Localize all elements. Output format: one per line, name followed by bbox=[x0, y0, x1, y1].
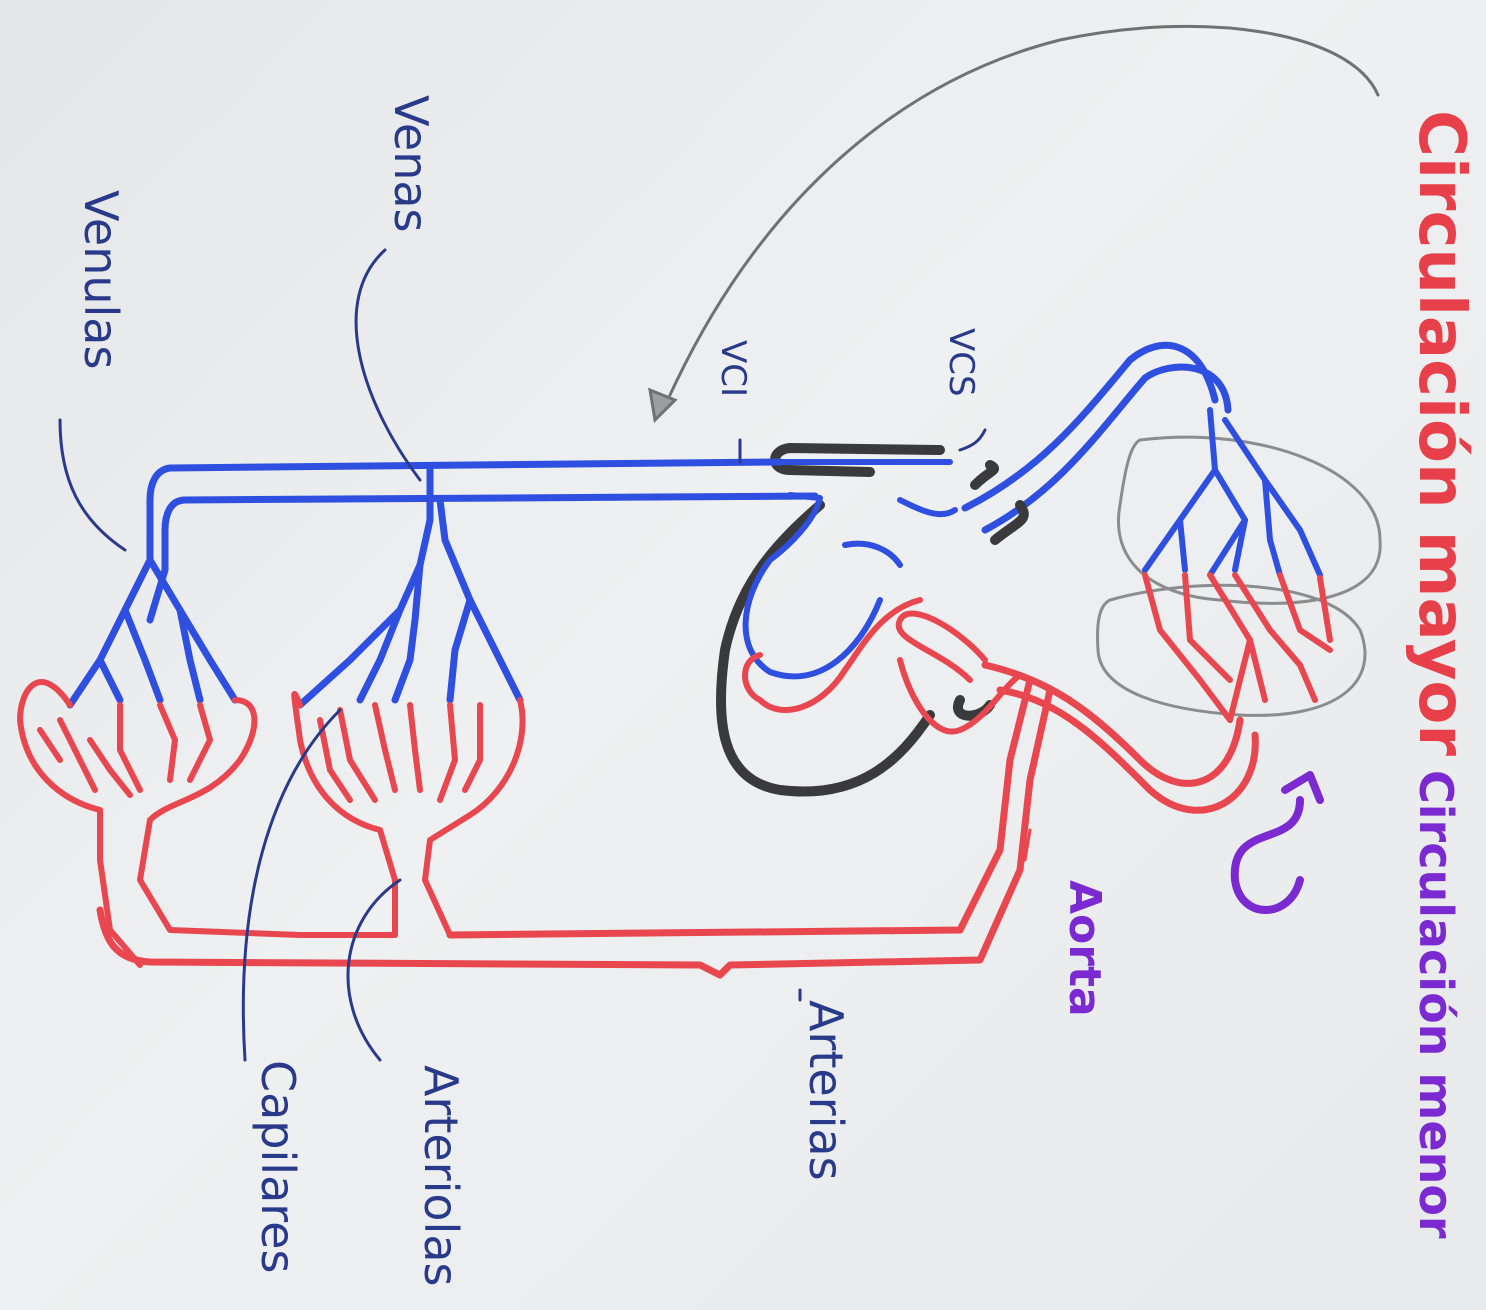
systemic-veins bbox=[70, 462, 815, 705]
title-circulacion-mayor: Circulación mayor bbox=[1404, 110, 1478, 756]
label-vcs: VCS bbox=[941, 328, 981, 397]
label-arterias: Arterias bbox=[799, 1000, 853, 1181]
label-capilares: Capilares bbox=[251, 1060, 305, 1273]
label-arteriolas: Arteriolas bbox=[414, 1065, 468, 1287]
label-circulacion-menor: Circulación menor bbox=[1409, 770, 1463, 1239]
pencil-arrow bbox=[650, 26, 1378, 420]
label-venulas: Venulas bbox=[74, 190, 128, 369]
label-venas: Venas bbox=[384, 95, 438, 233]
venulas-leader bbox=[60, 420, 125, 550]
label-vci: VCI bbox=[713, 340, 753, 397]
menor-arrow bbox=[1235, 775, 1320, 910]
venas-leader bbox=[356, 250, 420, 480]
vcs-leader bbox=[960, 430, 985, 450]
label-aorta: Aorta bbox=[1059, 880, 1110, 1017]
